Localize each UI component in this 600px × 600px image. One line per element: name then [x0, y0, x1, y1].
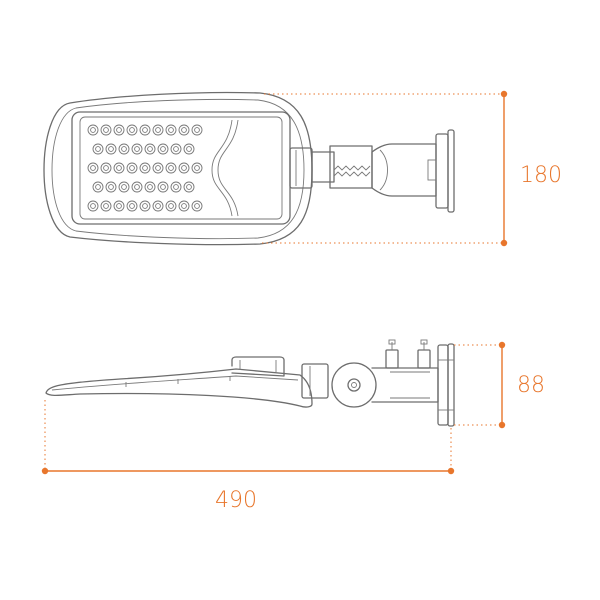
led-chip	[183, 181, 195, 193]
led-chip	[139, 124, 151, 136]
dimension-width-label: 180	[520, 163, 562, 188]
led-lens	[129, 127, 135, 133]
led-chip	[139, 200, 151, 212]
dimension-width: 180	[262, 90, 562, 247]
led-chip	[144, 143, 156, 155]
led-chip	[191, 162, 203, 174]
led-chip	[170, 181, 182, 193]
led-lens	[108, 146, 114, 152]
led-lens	[95, 146, 101, 152]
led-chip	[100, 124, 112, 136]
led-lens	[90, 165, 96, 171]
led-chip	[126, 124, 138, 136]
led-lens	[160, 146, 166, 152]
led-chip	[152, 124, 164, 136]
lamp-top-view	[43, 91, 455, 246]
led-chip	[152, 162, 164, 174]
led-chip	[178, 200, 190, 212]
led-chip	[105, 143, 117, 155]
led-lens	[173, 184, 179, 190]
led-lens	[129, 203, 135, 209]
dimension-length: 490	[41, 400, 455, 513]
led-lens	[181, 203, 187, 209]
led-lens	[142, 203, 148, 209]
led-lens	[129, 165, 135, 171]
led-chip	[118, 181, 130, 193]
led-chip	[178, 162, 190, 174]
led-lens	[121, 184, 127, 190]
led-chip	[87, 124, 99, 136]
led-lens	[134, 146, 140, 152]
led-lens	[155, 203, 161, 209]
led-array	[87, 124, 203, 212]
led-chip	[92, 143, 104, 155]
led-lens	[194, 127, 200, 133]
led-lens	[186, 184, 192, 190]
led-chip	[87, 162, 99, 174]
led-lens	[116, 127, 122, 133]
led-chip	[118, 143, 130, 155]
led-lens	[134, 184, 140, 190]
led-lens	[186, 146, 192, 152]
led-chip	[126, 162, 138, 174]
led-chip	[191, 124, 203, 136]
dimension-length-label: 490	[215, 488, 257, 513]
led-lens	[142, 165, 148, 171]
led-lens	[168, 203, 174, 209]
led-chip	[126, 200, 138, 212]
led-lens	[160, 184, 166, 190]
led-lens	[194, 203, 200, 209]
led-lens	[181, 165, 187, 171]
led-chip	[113, 200, 125, 212]
led-lens	[181, 127, 187, 133]
led-chip	[105, 181, 117, 193]
led-lens	[108, 184, 114, 190]
dimension-height-label: 88	[517, 373, 545, 398]
led-chip	[87, 200, 99, 212]
led-chip	[178, 124, 190, 136]
led-lens	[142, 127, 148, 133]
led-lens	[95, 184, 101, 190]
led-lens	[121, 146, 127, 152]
dimension-height: 88	[454, 341, 545, 429]
led-lens	[116, 203, 122, 209]
led-chip	[139, 162, 151, 174]
led-chip	[152, 200, 164, 212]
led-chip	[157, 143, 169, 155]
led-lens	[90, 127, 96, 133]
led-chip	[165, 200, 177, 212]
led-chip	[113, 124, 125, 136]
led-chip	[131, 143, 143, 155]
led-chip	[191, 200, 203, 212]
led-chip	[157, 181, 169, 193]
led-lens	[168, 127, 174, 133]
led-lens	[168, 165, 174, 171]
led-chip	[170, 143, 182, 155]
led-lens	[173, 146, 179, 152]
led-lens	[155, 127, 161, 133]
led-lens	[90, 203, 96, 209]
led-chip	[100, 200, 112, 212]
led-lens	[116, 165, 122, 171]
led-lens	[194, 165, 200, 171]
led-chip	[183, 143, 195, 155]
led-chip	[113, 162, 125, 174]
lamp-side-view	[45, 339, 455, 427]
led-lens	[103, 127, 109, 133]
led-lens	[103, 165, 109, 171]
led-chip	[92, 181, 104, 193]
led-lens	[103, 203, 109, 209]
led-lens	[147, 184, 153, 190]
led-chip	[165, 124, 177, 136]
led-chip	[165, 162, 177, 174]
led-chip	[131, 181, 143, 193]
led-chip	[144, 181, 156, 193]
led-lens	[155, 165, 161, 171]
led-lens	[147, 146, 153, 152]
led-chip	[100, 162, 112, 174]
